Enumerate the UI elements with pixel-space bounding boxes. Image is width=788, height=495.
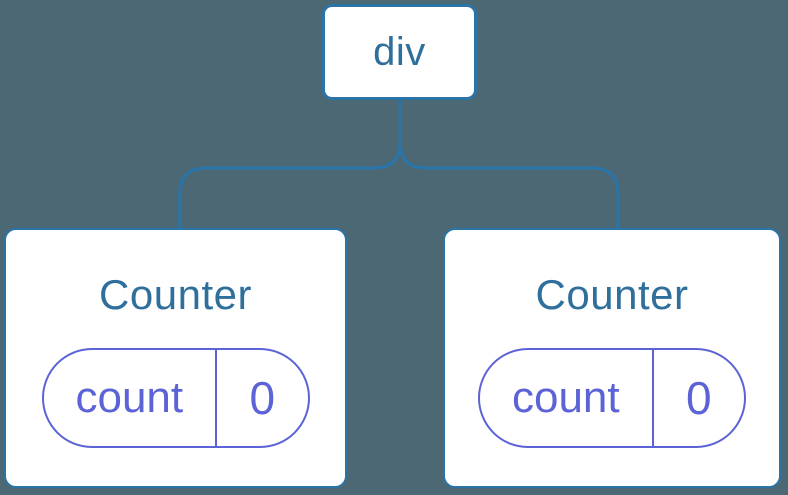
state-value-label: 0 [249, 372, 276, 424]
state-pill: count 0 [41, 348, 310, 448]
tree-node-counter-right: Counter count 0 [443, 228, 781, 488]
state-pill: count 0 [478, 348, 746, 448]
connector-path [178, 100, 620, 228]
state-key-label: count [511, 373, 620, 422]
tree-node-div: div [322, 4, 477, 100]
state-value-label: 0 [686, 372, 712, 424]
root-node-label: div [373, 29, 426, 74]
state-key-cell: count [44, 350, 218, 446]
state-key-cell: count [480, 350, 654, 446]
state-value-cell: 0 [654, 350, 744, 446]
counter-title: Counter [99, 271, 252, 318]
counter-title: Counter [535, 271, 689, 318]
tree-node-counter-left: Counter count 0 [4, 228, 347, 488]
state-key-label: count [75, 373, 184, 422]
state-value-cell: 0 [217, 350, 307, 446]
